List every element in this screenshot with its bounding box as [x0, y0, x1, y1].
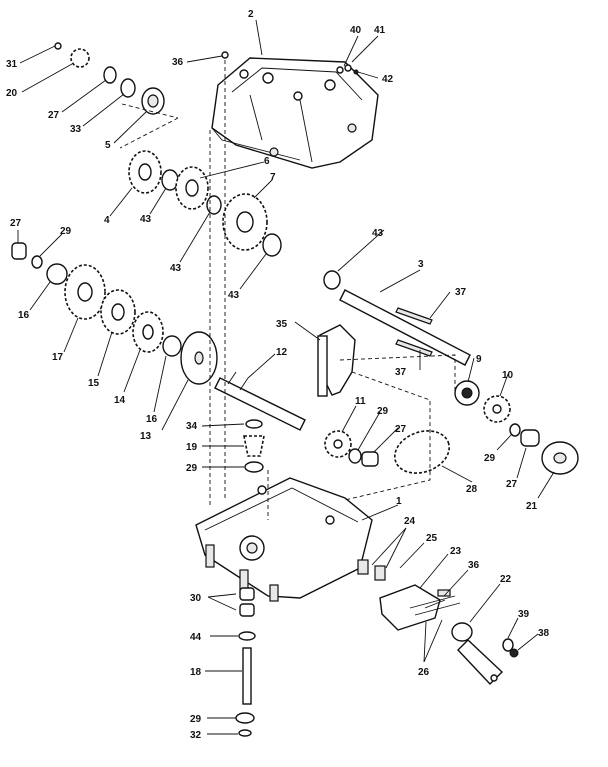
- callout-29: 29: [60, 226, 72, 237]
- callout-37: 37: [455, 287, 467, 298]
- shaft-3: [323, 270, 471, 366]
- callout-23: 23: [450, 546, 462, 557]
- callout-27: 27: [48, 110, 60, 121]
- callout-1: 1: [396, 496, 402, 507]
- detents-24: [357, 559, 386, 581]
- bevel-gear-stack: [243, 419, 265, 473]
- callout-3: 3: [418, 259, 424, 270]
- shift-fork-35: [317, 324, 356, 397]
- chain-and-sprocket: [324, 430, 450, 474]
- callout-7: 7: [270, 172, 276, 183]
- callout-43: 43: [372, 228, 384, 239]
- callout-40: 40: [350, 25, 362, 36]
- callout-31: 31: [6, 59, 18, 70]
- callout-10: 10: [502, 370, 514, 381]
- callout-6: 6: [264, 156, 270, 167]
- leader-lines: [17, 19, 555, 735]
- callout-29: 29: [377, 406, 389, 417]
- callout-43: 43: [228, 290, 240, 301]
- left-gear-stack: [11, 242, 218, 385]
- callout-43: 43: [140, 214, 152, 225]
- fasteners: [221, 51, 446, 609]
- callout-29: 29: [484, 453, 496, 464]
- callout-12: 12: [276, 347, 288, 358]
- callout-27: 27: [395, 424, 407, 435]
- callout-43: 43: [170, 263, 182, 274]
- top-left-small-parts: [54, 42, 165, 115]
- callout-18: 18: [190, 667, 202, 678]
- callout-38: 38: [538, 628, 550, 639]
- callout-9: 9: [476, 354, 482, 365]
- callout-27: 27: [10, 218, 22, 229]
- callout-labels: 2 31 20 36 40 41 42 27 33 5 6 7 4 43 43 …: [6, 9, 550, 741]
- callout-32: 32: [190, 730, 202, 741]
- case-housing: [195, 477, 373, 602]
- callout-25: 25: [426, 533, 438, 544]
- callout-22: 22: [500, 574, 512, 585]
- callout-4: 4: [104, 215, 110, 226]
- callout-20: 20: [6, 88, 18, 99]
- callout-41: 41: [374, 25, 386, 36]
- callout-24: 24: [404, 516, 416, 527]
- callout-33: 33: [70, 124, 82, 135]
- callout-39: 39: [518, 609, 530, 620]
- callout-42: 42: [382, 74, 394, 85]
- callout-14: 14: [114, 395, 126, 406]
- callout-17: 17: [52, 352, 64, 363]
- callout-36: 36: [172, 57, 184, 68]
- callout-34: 34: [186, 421, 198, 432]
- callout-30: 30: [190, 593, 202, 604]
- callout-16: 16: [18, 310, 30, 321]
- callout-2: 2: [248, 9, 254, 20]
- callout-35: 35: [276, 319, 288, 330]
- callout-16: 16: [146, 414, 158, 425]
- shaft-12: [214, 371, 306, 431]
- callout-26: 26: [418, 667, 430, 678]
- callout-21: 21: [526, 501, 538, 512]
- callout-11: 11: [355, 396, 366, 407]
- callout-13: 13: [140, 431, 152, 442]
- callout-36: 36: [468, 560, 480, 571]
- callout-37: 37: [395, 367, 407, 378]
- callout-28: 28: [466, 484, 478, 495]
- callout-19: 19: [186, 442, 198, 453]
- cover-housing: [211, 57, 379, 169]
- callout-29: 29: [186, 463, 198, 474]
- callout-44: 44: [190, 632, 202, 643]
- shift-lever: [451, 622, 519, 686]
- callout-27: 27: [506, 479, 518, 490]
- upper-gear-cluster: [128, 150, 282, 257]
- shift-bracket: [379, 584, 461, 631]
- callout-15: 15: [88, 378, 100, 389]
- callout-5: 5: [105, 140, 111, 151]
- callout-29: 29: [190, 714, 202, 725]
- axle-stack: [235, 587, 256, 737]
- alignment-lines: [119, 60, 456, 520]
- right-shaft-parts: [454, 380, 579, 475]
